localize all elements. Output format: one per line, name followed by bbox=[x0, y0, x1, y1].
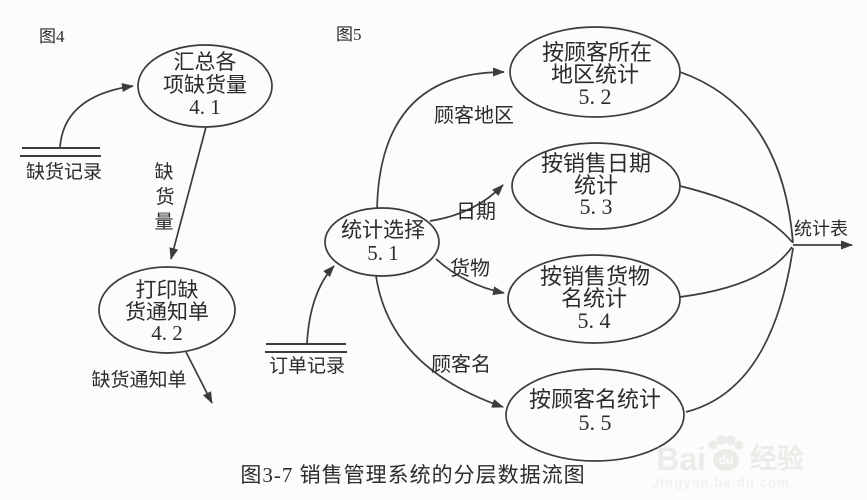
process-5-2-number: 5. 2 bbox=[579, 84, 612, 109]
flow-arrow-shortage-record-to-4-1 bbox=[59, 83, 134, 148]
process-4-1-line2: 项缺货量 bbox=[163, 73, 247, 97]
flow-arrow-4-1-to-4-2 bbox=[169, 126, 207, 260]
flow-arrow-5-1-to-5-3 bbox=[429, 184, 504, 222]
process-ellipse-5-5 bbox=[505, 368, 685, 462]
process-5-2-line2: 地区统计 bbox=[551, 62, 639, 87]
watermark-site: Jingyan.baidu.com bbox=[652, 475, 790, 490]
watermark-brand-bai: Bai bbox=[656, 441, 706, 477]
baidu-paw-icon bbox=[708, 435, 744, 471]
process-5-4-number: 5. 4 bbox=[578, 308, 611, 333]
figure5-label: 图5 bbox=[336, 25, 362, 44]
merge-curve-5-4-to-output bbox=[679, 246, 793, 298]
merge-curve-5-3-to-output bbox=[679, 185, 793, 243]
merge-curve-5-2-to-output bbox=[679, 71, 794, 244]
process-node-4-1: 汇总各 项缺货量 4. 1 bbox=[137, 44, 273, 128]
process-5-3-line1: 按销售日期 bbox=[541, 151, 651, 176]
process-node-5-5: 按顾客名统计 5. 5 bbox=[505, 368, 685, 462]
flow-label-shortage-notice: 缺货通知单 bbox=[91, 369, 186, 391]
process-ellipse-4-2 bbox=[98, 266, 236, 354]
process-node-4-2: 打印缺 货通知单 4. 2 bbox=[98, 266, 236, 354]
process-5-3-line2: 统计 bbox=[574, 173, 618, 198]
flow-label-shortage-qty-char1: 缺 bbox=[154, 161, 173, 183]
process-5-1-line1: 统计选择 bbox=[341, 218, 425, 242]
datastore-shortage-record-label: 缺货记录 bbox=[26, 161, 102, 183]
datastore-order-record-label: 订单记录 bbox=[269, 355, 345, 377]
process-ellipse-5-1 bbox=[324, 207, 440, 277]
flow-label-customer-name: 顾客名 bbox=[431, 353, 491, 376]
flow-label-shortage-qty-char2: 货 bbox=[155, 186, 174, 208]
process-4-2-line1: 打印缺 bbox=[136, 278, 199, 302]
process-4-1-number: 4. 1 bbox=[189, 95, 221, 119]
flow-arrow-order-record-to-5-1 bbox=[306, 265, 335, 344]
process-4-2-number: 4. 2 bbox=[151, 321, 183, 345]
process-4-1-line1: 汇总各 bbox=[174, 50, 237, 74]
process-5-4-line1: 按销售货物 bbox=[540, 264, 650, 289]
flow-arrow-5-1-to-5-5 bbox=[375, 275, 504, 408]
flow-label-customer-region: 顾客地区 bbox=[434, 104, 514, 127]
flow-label-date: 日期 bbox=[456, 201, 496, 223]
merge-curve-5-5-to-output bbox=[685, 247, 794, 413]
flow-label-goods: 货物 bbox=[450, 257, 490, 280]
process-4-2-line2: 货通知单 bbox=[125, 300, 209, 324]
process-node-5-2: 按顾客所在 地区统计 5. 2 bbox=[509, 26, 681, 118]
process-ellipse-4-1 bbox=[137, 44, 273, 128]
baidu-watermark: Bai du 经验 Jingyan.baidu.com bbox=[652, 435, 804, 490]
datastore-order-record: 订单记录 bbox=[265, 343, 347, 377]
watermark-brand-cn: 经验 bbox=[750, 443, 804, 474]
flow-arrow-4-2-output bbox=[185, 351, 213, 404]
process-node-5-1: 统计选择 5. 1 bbox=[324, 207, 440, 277]
diagram-caption: 图3-7 销售管理系统的分层数据流图 bbox=[240, 463, 585, 487]
process-node-5-4: 按销售货物 名统计 5. 4 bbox=[507, 254, 681, 344]
watermark-brand-du: du bbox=[719, 453, 734, 467]
flow-arrow-5-1-to-5-2 bbox=[376, 67, 505, 210]
flow-label-shortage-qty-char3: 量 bbox=[154, 212, 173, 233]
process-5-3-number: 5. 3 bbox=[580, 194, 613, 219]
process-node-5-3: 按销售日期 统计 5. 3 bbox=[511, 142, 681, 230]
process-ellipse-5-4 bbox=[507, 254, 681, 344]
flow-arrow-5-1-to-5-4 bbox=[435, 258, 505, 296]
datastore-shortage-record: 缺货记录 bbox=[20, 147, 102, 183]
process-5-5-number: 5. 5 bbox=[579, 410, 612, 435]
process-5-2-line1: 按顾客所在 bbox=[542, 40, 652, 65]
flow-label-stats-table: 统计表 bbox=[794, 219, 848, 239]
flow-label-shortage-qty: 缺 货 量 bbox=[154, 161, 174, 233]
process-5-5-line1: 按顾客名统计 bbox=[529, 387, 661, 412]
figure4-label: 图4 bbox=[39, 27, 65, 46]
process-5-4-line2: 名统计 bbox=[561, 286, 627, 311]
process-5-1-number: 5. 1 bbox=[367, 241, 399, 265]
